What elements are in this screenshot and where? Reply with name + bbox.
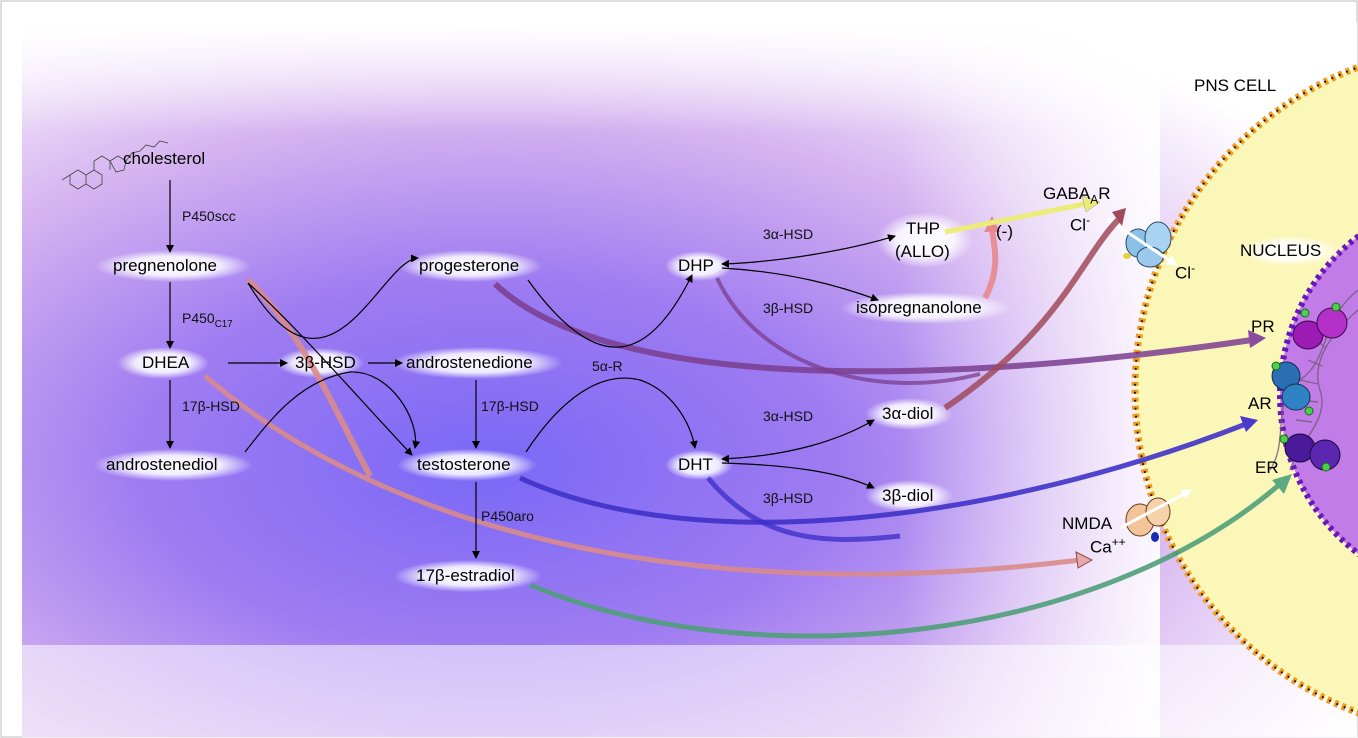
nmda-label: NMDA — [1062, 514, 1113, 533]
isopregnanolone-label: isopregnanolone — [856, 298, 982, 317]
thp-to-gaba-arrow — [944, 201, 1086, 235]
thp-to-gaba-arrowhead — [1081, 195, 1101, 213]
gaba-a-r-label: GABAAR — [1043, 184, 1110, 209]
cholesterol-label: cholesterol — [123, 149, 206, 168]
progesterone-to-dhp — [527, 274, 693, 348]
androstenedione-label: androstenedione — [406, 353, 533, 372]
progesterone-to-pr-arrowhead — [1248, 330, 1266, 348]
chloride-out-label: Cl- — [1175, 258, 1195, 284]
pregnenolone-label: pregnenolone — [113, 256, 217, 275]
hsd17-mid-label: 17β-HSD — [481, 398, 539, 414]
er-receptor — [1279, 433, 1341, 472]
testosterone-to-dht — [525, 377, 698, 453]
pns-cell-body — [1135, 67, 1358, 713]
allo-label: (ALLO) — [895, 242, 950, 261]
testosterone-label: testosterone — [417, 455, 511, 474]
calcium-label: Ca++ — [1090, 532, 1126, 558]
beta-diol-label: 3β-diol — [882, 486, 934, 505]
gaba-main: GABA — [1043, 184, 1091, 203]
estradiol-to-er-arrow — [529, 482, 1282, 639]
thp-label: THP — [906, 219, 940, 238]
3a-hsd-bottom-label: 3α-HSD — [763, 408, 814, 424]
p450c17-main: P450 — [182, 310, 215, 326]
p450c17-label: P450C17 — [182, 310, 233, 333]
pns-cell-label: PNS CELL — [1194, 76, 1277, 95]
pr-receptor — [1292, 302, 1348, 350]
dhp-label: DHP — [678, 256, 714, 275]
dhea-label: DHEA — [142, 353, 190, 372]
testosterone-to-ar-arrowhead — [1240, 416, 1258, 432]
pns-cell-membrane — [1131, 63, 1358, 717]
dhp-thp-arrow — [721, 234, 896, 268]
testosterone-to-ar-arrow — [518, 421, 1247, 525]
estradiol-to-er-arrowhead — [1272, 474, 1292, 494]
alpha-diol-to-gaba-arrow — [943, 217, 1121, 411]
gaba-sub: A — [1090, 192, 1099, 207]
calcium-charge: ++ — [1111, 535, 1126, 549]
5a-r-label: 5α-R — [592, 358, 623, 374]
dht-label: DHT — [678, 455, 713, 474]
dhp-isopregnanolone-arrow — [721, 267, 879, 302]
er-label: ER — [1255, 458, 1279, 477]
nucleus-label: NUCLEUS — [1240, 241, 1322, 260]
nmda-receptor-channel — [1119, 489, 1192, 542]
dhea-to-nmda-arrow — [203, 374, 1081, 577]
progesterone-to-pr-arrow — [492, 281, 1253, 375]
dht-beta-diol-arrow — [721, 462, 875, 489]
dhea-to-nmda-arrowhead — [1075, 551, 1094, 569]
gaba-receptor-channel — [1106, 218, 1178, 268]
cholesterol-structure-icon — [61, 140, 169, 190]
p450c17-sub: C17 — [214, 318, 233, 330]
ar-label: AR — [1248, 394, 1272, 413]
progesterone-label: progesterone — [419, 256, 520, 275]
pr-label: PR — [1251, 317, 1275, 336]
chloride-out-text: Cl — [1175, 263, 1192, 283]
hsd17-left-label: 17β-HSD — [182, 398, 240, 414]
metabolic-arrows — [166, 180, 896, 559]
ar-receptor — [1271, 361, 1314, 416]
3b-hsd-top-label: 3β-HSD — [763, 300, 814, 316]
3a-hsd-top-label: 3α-HSD — [763, 226, 814, 242]
p450aro-label: P450aro — [481, 508, 534, 524]
estradiol-label: 17β-estradiol — [416, 566, 515, 585]
dht-blue-arrow — [706, 476, 901, 542]
3b-hsd-bottom-label: 3β-HSD — [763, 490, 814, 506]
inhibition-label: (-) — [996, 222, 1013, 241]
pregnenolone-to-progesterone — [247, 254, 419, 339]
chloride-out-charge: - — [1191, 261, 1196, 275]
chloride-in-text: Cl — [1070, 215, 1087, 235]
label-halos — [93, 71, 1340, 592]
calcium-text: Ca — [1090, 537, 1112, 557]
chloride-in-charge: - — [1086, 213, 1091, 227]
androstenediol-to-testosterone — [244, 371, 421, 453]
isopregnanolone-inhibit-arrow — [982, 229, 999, 300]
gaba-end: R — [1098, 184, 1111, 203]
chloride-in-label: Cl- — [1070, 210, 1090, 236]
dht-alpha-diol-arrow — [721, 419, 875, 463]
pregnenolone-to-testosterone — [247, 282, 413, 456]
dhp-purple-arrow — [715, 277, 981, 385]
p450scc-label: P450scc — [182, 208, 236, 224]
alpha-diol-to-gaba-arrowhead — [1112, 208, 1126, 226]
alpha-diol-label: 3α-diol — [882, 404, 934, 423]
receptor-pathways — [203, 195, 1292, 639]
androstenediol-label: androstenediol — [106, 455, 218, 474]
center-3b-hsd-label: 3β-HSD — [295, 353, 356, 372]
